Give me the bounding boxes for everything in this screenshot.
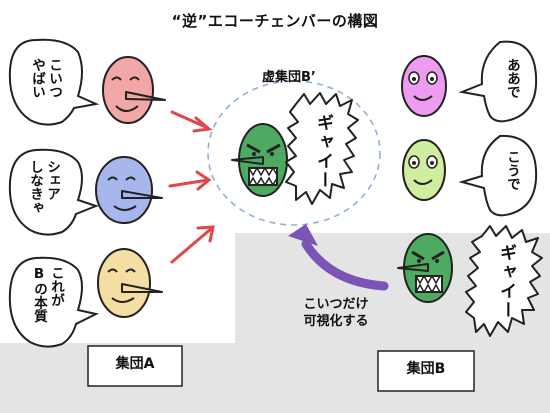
speech-bubble-a2 xyxy=(8,148,99,236)
bubble-a3-line2: Bの本質 xyxy=(31,266,47,323)
bubble-a2-line2: しなきゃ xyxy=(27,160,43,214)
visualize-note-line1: こいつだけ xyxy=(303,297,369,312)
speech-bubble-b2 xyxy=(458,134,538,217)
bubble-a1-line2: やばい xyxy=(29,58,45,99)
monster-virtual-b-prime xyxy=(231,123,288,197)
bubble-b1-line1: ああで xyxy=(504,58,520,99)
visualize-note-line2: 可視化する xyxy=(303,314,369,329)
bubble-a2-text: シェア しなきゃ xyxy=(26,160,60,230)
group-a-label-box xyxy=(87,345,183,387)
character-a1-pink xyxy=(102,56,166,124)
monster-group-b xyxy=(397,233,453,303)
diagram-title: “逆”エコーチェンバーの構図 xyxy=(171,12,379,30)
group-b-label-box xyxy=(377,350,475,392)
virtual-group-label: 虚集団B’ xyxy=(262,70,316,85)
group-b-monster-shout: ギャイー xyxy=(496,244,516,320)
group-b-label: 集団B xyxy=(406,361,446,377)
bubble-a3-text: これが Bの本質 xyxy=(30,266,64,342)
visualize-note: こいつだけ 可視化する xyxy=(286,296,386,330)
character-b1-purple xyxy=(401,55,447,117)
bubble-a2-line1: シェア xyxy=(44,160,60,201)
arrow-a3-to-virtual xyxy=(170,225,215,264)
character-a2-blue xyxy=(95,156,163,224)
arrow-a2-to-virtual xyxy=(168,170,212,191)
character-b2-lime xyxy=(402,139,446,201)
bubble-b2-line1: こうで xyxy=(504,150,520,191)
arrow-b-to-virtual xyxy=(288,224,389,291)
arrow-a1-to-virtual xyxy=(170,110,213,133)
virtual-monster-shout: ギャイー xyxy=(313,114,333,190)
virtual-group-circle xyxy=(207,80,381,226)
speech-bubble-b1 xyxy=(458,40,538,123)
shout-bubble-virtual xyxy=(285,92,359,205)
shout-bubble-group-b xyxy=(465,225,543,337)
bubble-b1-text: ああで xyxy=(503,58,520,118)
bubble-a1-text: こいつ やばい xyxy=(28,58,62,122)
bubble-a1-line1: こいつ xyxy=(46,58,62,99)
character-a3-yellow xyxy=(97,248,163,318)
speech-bubble-a1 xyxy=(8,38,100,126)
speech-bubble-a3 xyxy=(8,256,99,348)
group-a-label: 集団A xyxy=(115,356,155,372)
bubble-a3-line1: これが xyxy=(48,266,64,307)
bubble-b2-text: こうで xyxy=(503,150,520,210)
